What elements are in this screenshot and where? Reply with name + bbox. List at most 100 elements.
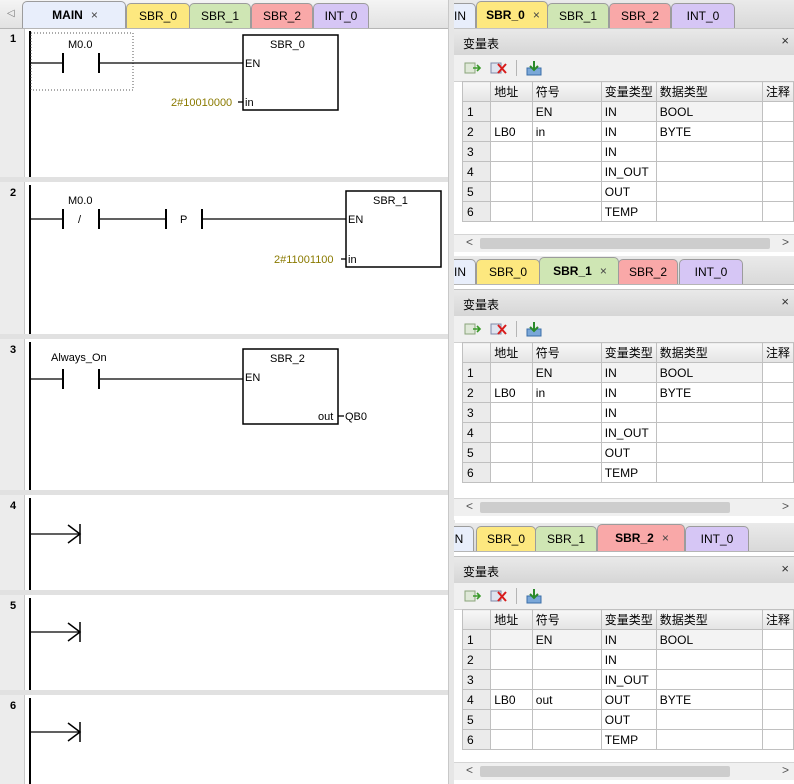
- table-cell[interactable]: [655, 462, 763, 483]
- table-cell[interactable]: IN: [600, 649, 657, 670]
- delete-row-icon[interactable]: [490, 588, 508, 604]
- table-cell[interactable]: in: [531, 382, 602, 403]
- table-cell[interactable]: OUT: [600, 442, 657, 463]
- table-cell[interactable]: OUT: [600, 709, 657, 730]
- tab-int-0[interactable]: INT_0: [685, 526, 749, 551]
- table-cell[interactable]: [531, 442, 602, 463]
- table-cell[interactable]: [655, 442, 763, 463]
- download-icon[interactable]: [525, 588, 543, 604]
- table-cell[interactable]: [531, 161, 602, 182]
- table-cell[interactable]: [761, 649, 794, 670]
- table-cell[interactable]: IN: [600, 382, 657, 403]
- tab-sbr-1[interactable]: SBR_1×: [539, 257, 619, 284]
- table-cell[interactable]: BOOL: [655, 629, 763, 650]
- table-cell[interactable]: [761, 362, 794, 383]
- out-value[interactable]: QB0: [345, 411, 367, 423]
- table-cell[interactable]: [761, 709, 794, 730]
- table-cell[interactable]: [655, 729, 763, 750]
- table-cell[interactable]: [761, 161, 794, 182]
- close-icon[interactable]: ×: [781, 561, 789, 576]
- network-6[interactable]: 6: [0, 690, 448, 784]
- table-cell[interactable]: TEMP: [600, 729, 657, 750]
- in-value[interactable]: 2#11001100: [274, 254, 334, 266]
- download-icon[interactable]: [525, 321, 543, 337]
- column-header[interactable]: 地址: [490, 342, 533, 363]
- table-cell[interactable]: BYTE: [655, 121, 763, 142]
- table-cell[interactable]: OUT: [600, 181, 657, 202]
- table-cell[interactable]: LB0: [490, 689, 533, 710]
- table-cell[interactable]: [761, 201, 794, 222]
- column-header[interactable]: 地址: [490, 81, 533, 102]
- tab-main[interactable]: MAIN×: [22, 1, 126, 28]
- tab-sbr-2[interactable]: SBR_2: [251, 3, 313, 28]
- table-cell[interactable]: EN: [531, 362, 602, 383]
- table-cell[interactable]: [531, 669, 602, 690]
- table-cell[interactable]: IN: [600, 121, 657, 142]
- tab-sbr-0[interactable]: SBR_0: [476, 259, 540, 284]
- tab-int-0[interactable]: INT_0: [671, 3, 735, 28]
- table-cell[interactable]: BOOL: [655, 101, 763, 122]
- table-cell[interactable]: [490, 161, 533, 182]
- table-cell[interactable]: [761, 442, 794, 463]
- network-4[interactable]: 4: [0, 490, 448, 592]
- empty-rung[interactable]: [30, 622, 82, 642]
- close-icon[interactable]: ×: [781, 33, 789, 48]
- table-cell[interactable]: IN: [600, 101, 657, 122]
- table-cell[interactable]: [490, 141, 533, 162]
- table-cell[interactable]: IN_OUT: [600, 422, 657, 443]
- tab-sbr-1[interactable]: SBR_1: [189, 3, 251, 28]
- table-cell[interactable]: TEMP: [600, 462, 657, 483]
- network-1[interactable]: 1: [10, 31, 31, 180]
- table-cell[interactable]: [490, 649, 533, 670]
- column-header[interactable]: 数据类型: [655, 609, 763, 630]
- tab-sbr-1[interactable]: SBR_1: [535, 526, 597, 551]
- scroll-thumb[interactable]: [480, 238, 770, 249]
- close-icon[interactable]: ×: [599, 264, 607, 278]
- table-cell[interactable]: [490, 402, 533, 423]
- table-cell[interactable]: BOOL: [655, 362, 763, 383]
- column-header[interactable]: 符号: [531, 609, 602, 630]
- scroll-left-icon[interactable]: <: [466, 763, 474, 777]
- scroll-right-icon[interactable]: >: [782, 235, 790, 249]
- close-icon[interactable]: ×: [90, 8, 98, 22]
- tab-in[interactable]: IN: [454, 3, 476, 28]
- table-cell[interactable]: [655, 161, 763, 182]
- table-cell[interactable]: [761, 422, 794, 443]
- scroll-thumb[interactable]: [480, 766, 730, 777]
- insert-row-icon[interactable]: [464, 60, 482, 76]
- table-cell[interactable]: [490, 462, 533, 483]
- tab-sbr-0[interactable]: SBR_0: [476, 526, 536, 551]
- table-cell[interactable]: LB0: [490, 121, 533, 142]
- table-cell[interactable]: BYTE: [655, 689, 763, 710]
- column-header[interactable]: 符号: [531, 342, 602, 363]
- column-header[interactable]: 数据类型: [655, 342, 763, 363]
- table-cell[interactable]: [490, 201, 533, 222]
- empty-rung[interactable]: [30, 524, 82, 544]
- table-cell[interactable]: [655, 649, 763, 670]
- close-icon[interactable]: ×: [781, 294, 789, 309]
- table-cell[interactable]: TEMP: [600, 201, 657, 222]
- horizontal-scrollbar[interactable]: <>: [454, 762, 794, 780]
- horizontal-scrollbar[interactable]: <>: [454, 234, 794, 252]
- table-cell[interactable]: [490, 362, 533, 383]
- tab-sbr-2[interactable]: SBR_2: [618, 259, 678, 284]
- column-header[interactable]: 注释: [761, 342, 794, 363]
- column-header[interactable]: [461, 81, 492, 102]
- table-cell[interactable]: [655, 669, 763, 690]
- table-cell[interactable]: [490, 709, 533, 730]
- table-cell[interactable]: [655, 201, 763, 222]
- table-cell[interactable]: [761, 402, 794, 423]
- scroll-left-icon[interactable]: <: [466, 235, 474, 249]
- table-cell[interactable]: EN: [531, 101, 602, 122]
- column-header[interactable]: 注释: [761, 609, 794, 630]
- close-icon[interactable]: ×: [532, 8, 540, 22]
- sbr-2-box[interactable]: [242, 348, 339, 425]
- table-cell[interactable]: [761, 669, 794, 690]
